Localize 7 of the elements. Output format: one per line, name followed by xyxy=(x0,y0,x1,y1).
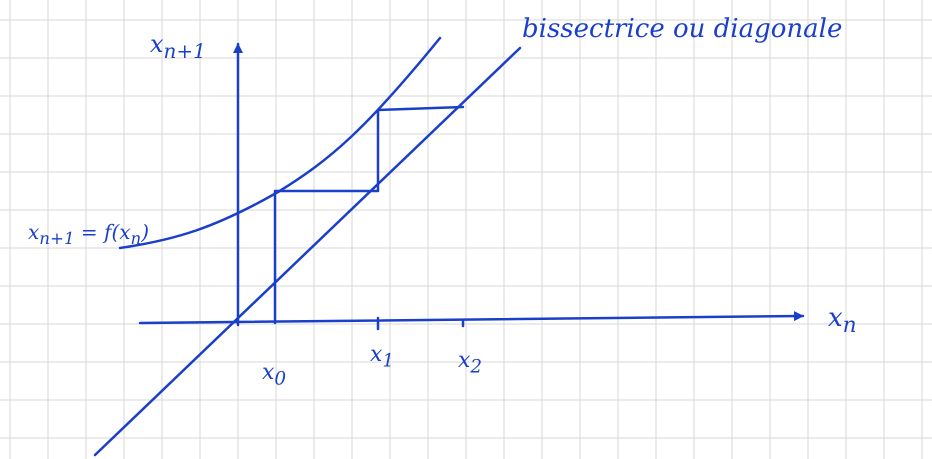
axis-label: x$_{n+1}$ xyxy=(150,32,206,61)
tick-label: x$_{2}$ xyxy=(458,350,482,377)
line-label: bissectrice ou diagonale xyxy=(522,16,842,42)
tick-label: x$_{1}$ xyxy=(370,344,394,371)
axis-label: x$_{n}$ xyxy=(828,305,857,337)
curve-label: x$_{n+1}$ = f(x$_{n}$) xyxy=(28,222,150,248)
tick-label: x$_{0}$ xyxy=(262,362,286,389)
